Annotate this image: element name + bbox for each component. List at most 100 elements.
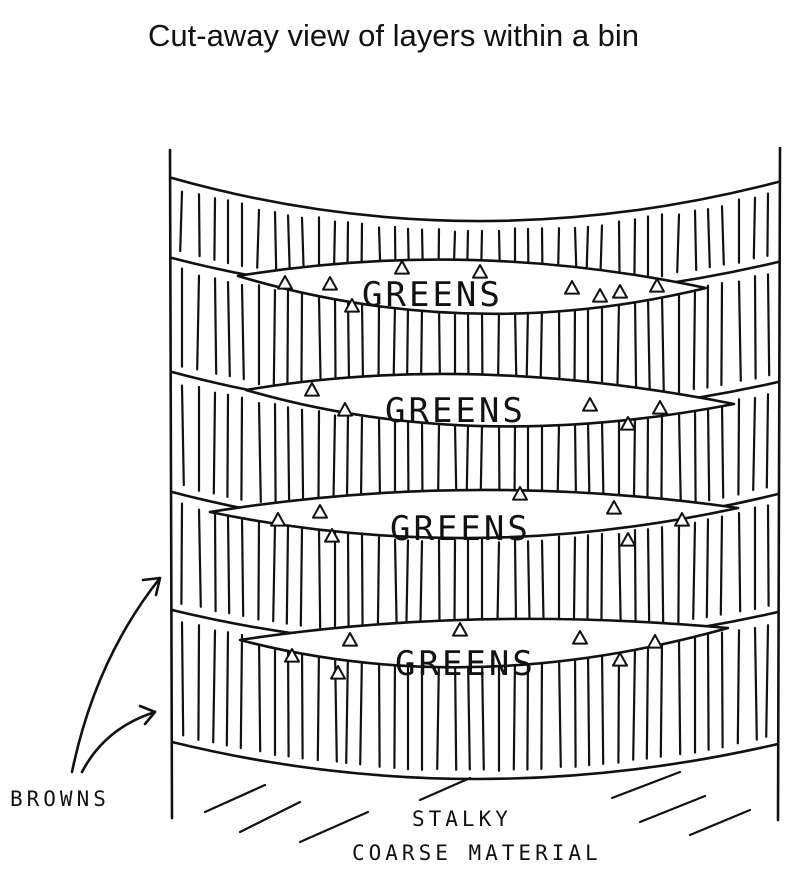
- hatch-stroke: [766, 273, 771, 377]
- hatch-stroke: [273, 403, 277, 507]
- greens-label-4: GREENS: [395, 644, 536, 684]
- hatch-stroke: [317, 410, 321, 514]
- hatch-stroke: [720, 205, 725, 266]
- hatch-stroke: [286, 290, 290, 390]
- hatch-stroke: [719, 515, 724, 616]
- hatch-stroke: [393, 651, 397, 769]
- hatch-stroke: [557, 653, 562, 768]
- green-particle: [512, 486, 528, 501]
- hatch-stroke: [240, 517, 245, 618]
- greens-label-1: GREENS: [362, 275, 503, 315]
- greens-label-2: GREENS: [385, 391, 526, 431]
- hatch-stroke: [272, 524, 277, 623]
- hatch-stroke: [706, 404, 711, 502]
- hatch-stroke: [300, 292, 304, 393]
- hatch-stroke: [180, 621, 185, 737]
- hatch-stroke: [273, 210, 278, 273]
- hatch-stroke: [766, 504, 770, 607]
- hatch-stroke: [676, 213, 681, 274]
- hatch-stroke: [213, 197, 217, 261]
- hatch-stroke: [300, 642, 304, 760]
- arrow-lower-head: [138, 704, 157, 726]
- hatch-stroke: [586, 534, 590, 635]
- hatch-stroke: [436, 655, 441, 771]
- hatch-stroke: [659, 642, 664, 758]
- hatch-stroke: [633, 296, 638, 399]
- hatch-stroke: [586, 650, 591, 767]
- hatch-stroke: [256, 208, 261, 269]
- green-particle: [647, 634, 663, 649]
- hatch-stroke: [317, 529, 322, 629]
- green-particle: [324, 528, 340, 543]
- hatch-stroke: [377, 650, 381, 768]
- hatch-stroke: [212, 629, 217, 744]
- hatch-stroke: [765, 393, 770, 489]
- hatch-stroke: [766, 192, 770, 257]
- hatch-stroke: [272, 288, 277, 388]
- green-particle: [270, 512, 286, 527]
- hatch-stroke: [633, 218, 637, 281]
- hatch-stroke: [345, 649, 350, 765]
- hatch-stroke: [736, 629, 741, 745]
- green-particle: [284, 648, 300, 663]
- bin-right-wall: [776, 146, 782, 822]
- bin-left-wall: [168, 148, 174, 820]
- hatch-stroke: [677, 639, 682, 756]
- hatch-stroke: [226, 514, 231, 615]
- hatch-stroke: [526, 653, 530, 771]
- band-curve-6: [170, 740, 780, 781]
- hatch-stroke: [257, 402, 262, 504]
- hatch-stroke: [677, 522, 681, 624]
- hatch-stroke: [753, 275, 757, 380]
- hatch-stroke: [692, 521, 697, 620]
- green-particle: [592, 288, 608, 303]
- hatch-stroke: [617, 646, 621, 764]
- hatch-stroke: [213, 510, 217, 613]
- hatch-stroke: [393, 538, 398, 636]
- hatch-stroke: [705, 518, 710, 619]
- green-particle: [452, 622, 468, 637]
- hatch-stroke: [197, 624, 201, 741]
- hatch-stroke: [179, 190, 184, 253]
- green-particle: [394, 260, 410, 275]
- green-particle: [312, 504, 328, 519]
- green-particle: [277, 275, 293, 290]
- hatch-stroke: [692, 287, 697, 391]
- hatch-stroke: [300, 408, 305, 511]
- diagram-title: Cut-away view of layers within a bin: [148, 18, 640, 53]
- green-particle: [330, 665, 346, 680]
- greens-lens-1: [236, 258, 708, 316]
- hatch-stroke: [359, 651, 364, 766]
- hatch-stroke: [600, 532, 604, 634]
- hatch-stroke: [180, 384, 185, 487]
- hatch-stroke: [617, 532, 622, 631]
- greens-lens-2: [244, 372, 736, 428]
- hatch-stroke: [646, 412, 650, 512]
- hatch-stroke: [765, 624, 770, 738]
- hatch-stroke: [512, 654, 517, 771]
- coarse-material-label: COARSE MATERIAL: [352, 841, 602, 865]
- greens-layers: [208, 258, 740, 669]
- hatch-stroke: [240, 283, 245, 381]
- hatch-stroke: [660, 410, 664, 510]
- hatch-stroke: [197, 508, 202, 608]
- hatch-stroke: [346, 532, 350, 633]
- arrow-upper-head: [141, 576, 162, 597]
- hatch-stroke: [573, 650, 577, 768]
- hatch-stroke: [572, 536, 577, 635]
- hatch-stroke: [753, 626, 758, 741]
- hatch-stroke: [752, 396, 757, 492]
- hatch-stroke: [737, 511, 742, 613]
- green-particle: [620, 532, 636, 547]
- hatch-stroke: [240, 396, 244, 501]
- hatch-stroke: [706, 284, 710, 389]
- hatch-stroke: [286, 406, 291, 509]
- hatch-stroke: [360, 533, 364, 634]
- hatch-stroke: [196, 274, 201, 371]
- hatch-stroke: [300, 216, 305, 276]
- green-particle: [564, 280, 580, 295]
- green-particle: [612, 284, 628, 299]
- hatch-stroke: [632, 646, 637, 761]
- hatch-stroke: [540, 652, 544, 770]
- browns-arrows: [70, 576, 162, 774]
